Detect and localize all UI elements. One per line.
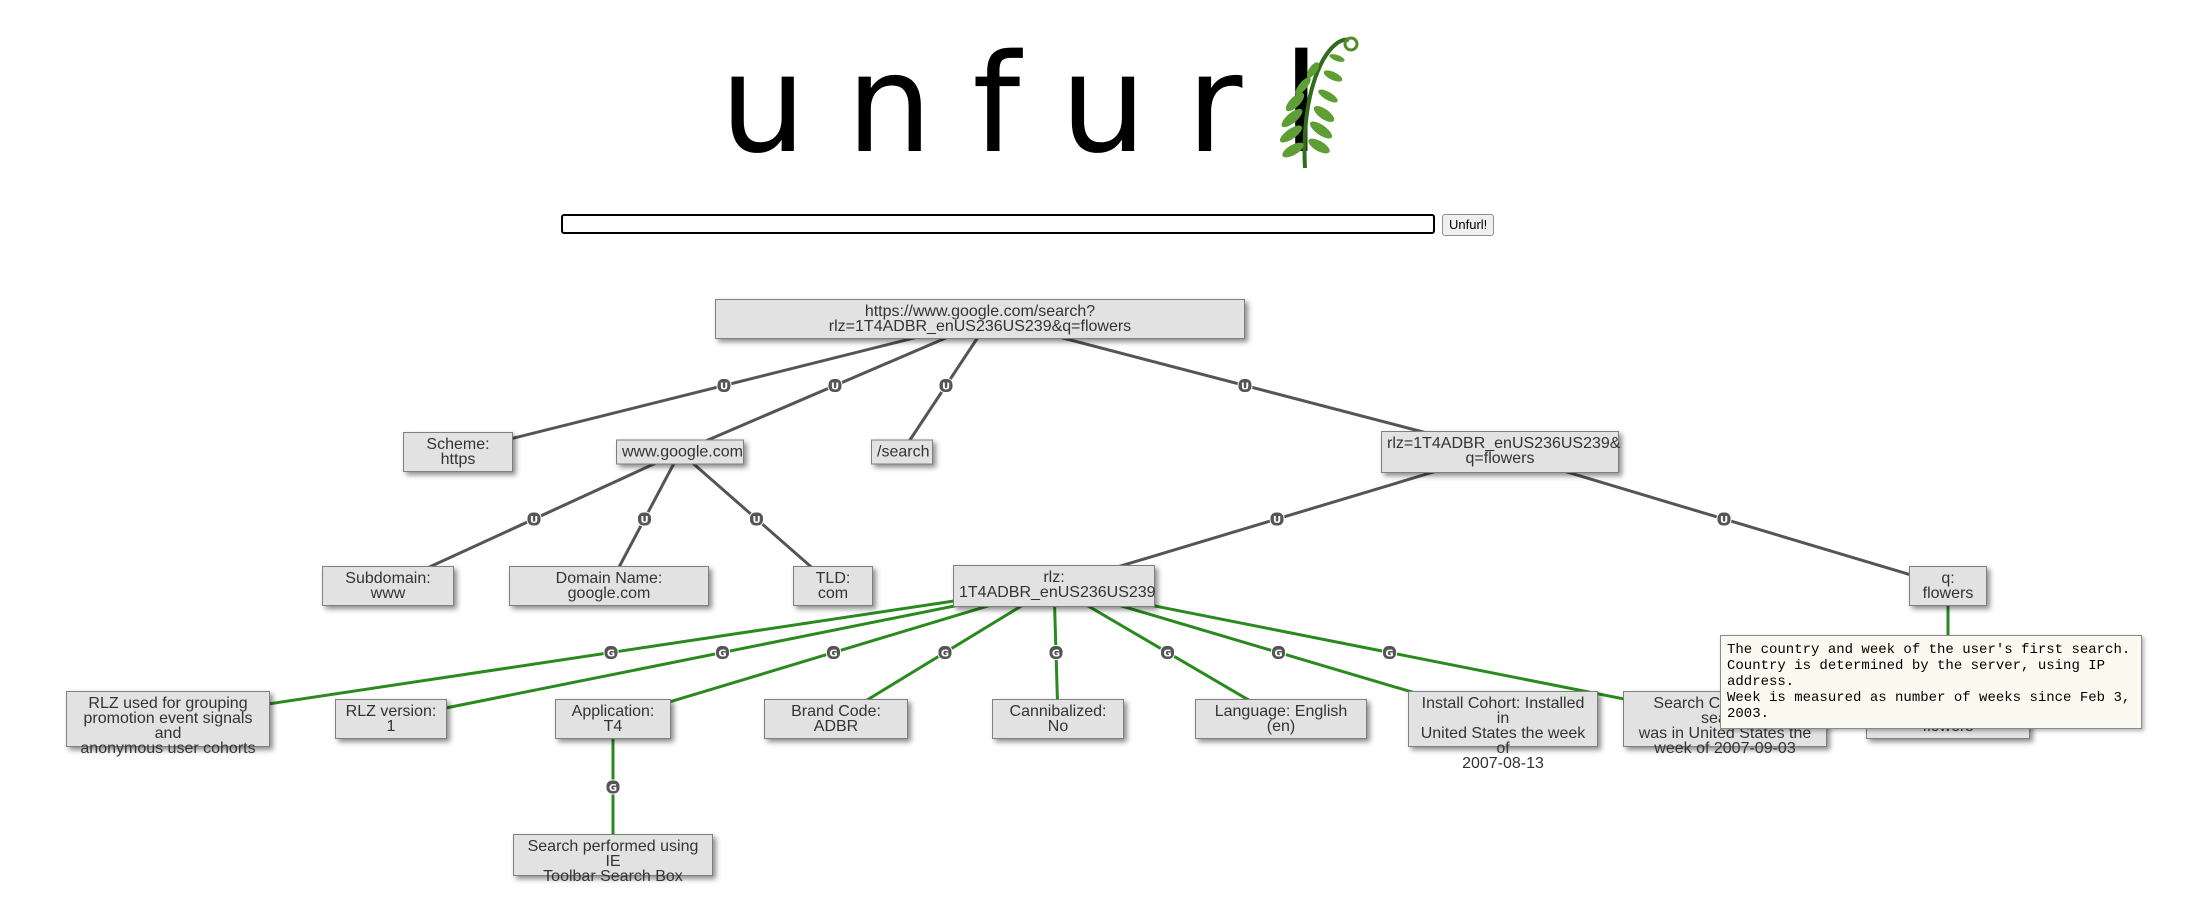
svg-text:G: G <box>607 649 615 660</box>
edge-host-subdomain: U <box>387 450 681 588</box>
node-rlz-version[interactable]: RLZ version: 1 <box>335 699 447 739</box>
url-input[interactable] <box>561 214 1435 234</box>
node-rlz-description[interactable]: RLZ used for grouping promotion event si… <box>66 691 270 757</box>
edge-type-badge: U <box>1269 511 1285 527</box>
edge-rlz-brand: G <box>835 584 1055 721</box>
svg-text:G: G <box>1385 649 1393 660</box>
node-root-url[interactable]: https://www.google.com/search?rlz=1T4ADB… <box>715 299 1245 339</box>
edge-type-badge: U <box>938 378 954 393</box>
edge-root-host: U <box>679 317 991 454</box>
node-install-cohort[interactable]: Install Cohort: Installed in United Stat… <box>1408 691 1598 772</box>
edge-type-badge: G <box>715 645 730 660</box>
edge-type-badge: G <box>937 645 953 660</box>
node-path[interactable]: /search <box>871 439 933 465</box>
svg-text:U: U <box>1720 515 1728 526</box>
node-language[interactable]: Language: English (en) <box>1195 699 1367 739</box>
svg-text:U: U <box>640 515 648 526</box>
edge-type-badge: U <box>637 511 652 527</box>
fern-icon <box>1279 36 1359 169</box>
edge-application-ie-toolbar: G <box>605 719 621 855</box>
edge-type-badge: G <box>1382 645 1397 660</box>
svg-text:U: U <box>752 515 760 526</box>
edge-rlz-version: G <box>390 584 1055 721</box>
node-query[interactable]: rlz=1T4ADBR_enUS236US239& q=flowers <box>1381 431 1620 473</box>
svg-text:G: G <box>1163 649 1171 660</box>
svg-text:G: G <box>1274 649 1282 660</box>
edge-type-badge: G <box>1048 645 1064 660</box>
edge-type-badge: U <box>526 511 542 527</box>
edge-rlz-cannibalized: G <box>1048 585 1064 720</box>
edge-type-badge: U <box>827 378 843 393</box>
node-rlz[interactable]: rlz: 1T4ADBR_enUS236US239 <box>953 565 1156 607</box>
edge-type-badge: G <box>1160 645 1175 660</box>
edge-query-rlz: U <box>1053 450 1501 588</box>
node-host[interactable]: www.google.com <box>616 439 744 465</box>
edge-type-badge: G <box>603 645 619 660</box>
svg-text:U: U <box>1273 515 1281 526</box>
edge-rlz-desc: G <box>167 584 1055 721</box>
edge-type-badge: U <box>716 378 732 393</box>
node-tld[interactable]: TLD: com <box>793 566 873 606</box>
node-q[interactable]: q: flowers <box>1909 566 1987 606</box>
edge-rlz-search-cohort: G <box>1053 584 1726 721</box>
svg-text:U: U <box>942 382 950 393</box>
svg-text:U: U <box>1241 382 1249 393</box>
node-ie-toolbar[interactable]: Search performed using IE Toolbar Search… <box>513 834 713 885</box>
svg-text:U: U <box>530 515 538 526</box>
unfurl-button[interactable]: Unfurl! <box>1442 214 1495 236</box>
edge-rlz-application: G <box>612 584 1055 721</box>
edge-rlz-language: G <box>1053 584 1282 721</box>
edge-root-query: U <box>989 317 1501 454</box>
edge-type-badge: U <box>1716 511 1732 527</box>
edge-host-tld: U <box>679 450 834 588</box>
node-domain-name[interactable]: Domain Name: google.com <box>509 566 709 606</box>
node-application[interactable]: Application: T4 <box>555 699 671 739</box>
node-brand-code[interactable]: Brand Code: ADBR <box>764 699 908 739</box>
edge-type-badge: G <box>826 645 841 660</box>
svg-text:G: G <box>941 649 949 660</box>
edge-root-path: U <box>900 318 992 453</box>
tooltip: The country and week of the user's first… <box>1720 635 2142 729</box>
unfurl-logo: unfurl <box>720 30 1359 180</box>
node-subdomain[interactable]: Subdomain: www <box>322 566 454 606</box>
node-cannibalized[interactable]: Cannibalized: No <box>992 699 1124 739</box>
svg-text:G: G <box>609 783 617 794</box>
edge-type-badge: G <box>605 779 621 795</box>
edge-query-q: U <box>1499 450 1949 588</box>
edge-root-scheme: U <box>457 317 991 454</box>
node-scheme[interactable]: Scheme: https <box>403 432 513 472</box>
svg-text:U: U <box>720 382 728 393</box>
edge-host-domain: U <box>607 451 682 587</box>
svg-text:G: G <box>829 649 837 660</box>
edge-type-badge: U <box>749 511 764 527</box>
svg-text:G: G <box>1052 649 1060 660</box>
logo-text: unfurl <box>720 26 1361 184</box>
edge-type-badge: G <box>1271 645 1286 660</box>
svg-text:G: G <box>718 649 726 660</box>
svg-text:U: U <box>831 382 839 393</box>
edge-type-badge: U <box>1237 378 1253 393</box>
